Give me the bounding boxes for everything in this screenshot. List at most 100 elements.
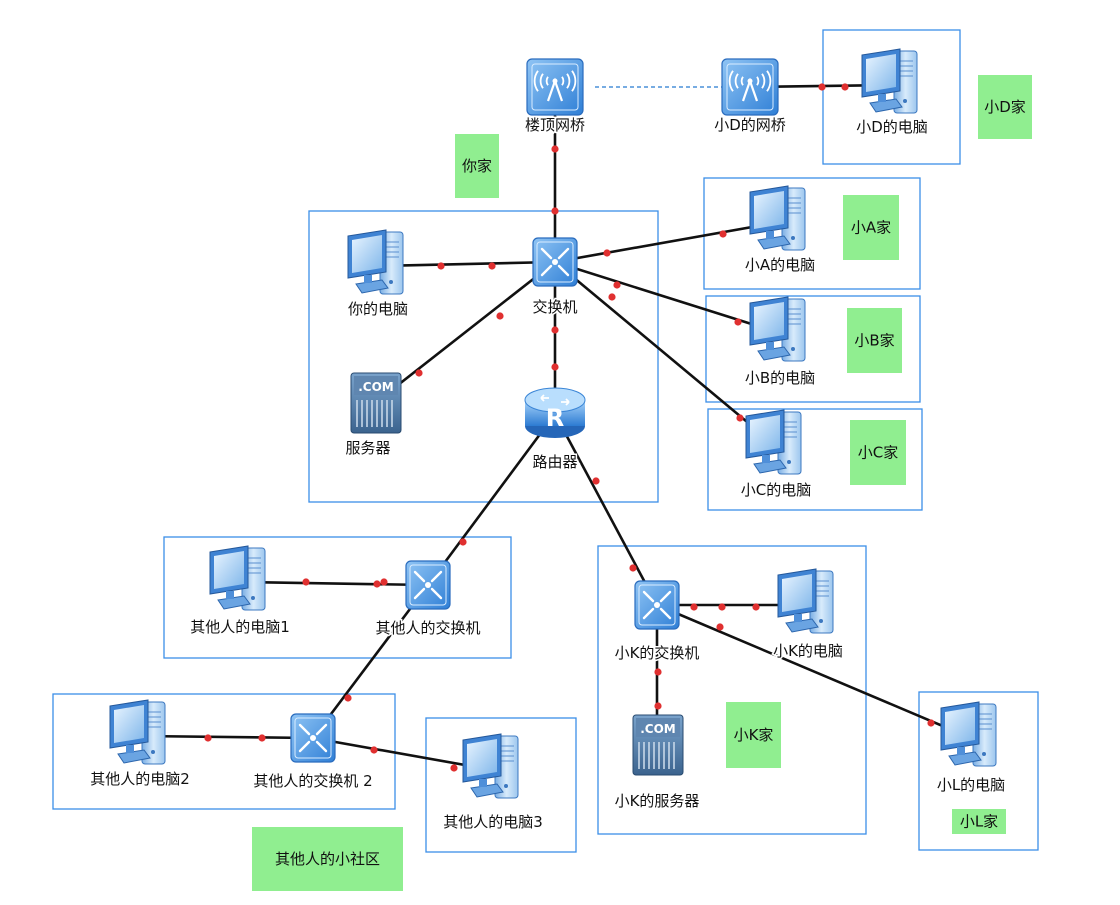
node-bridge-top[interactable]: 楼顶网桥	[523, 58, 587, 136]
network-switch-icon	[532, 237, 578, 287]
port-dot	[437, 262, 445, 270]
port-dot	[459, 538, 467, 546]
node-switch-o2[interactable]: 其他人的交换机 2	[252, 713, 374, 792]
port-dot	[302, 578, 310, 586]
tag-background	[847, 308, 902, 373]
zone-box-o1	[163, 536, 512, 659]
node-label: 小L的电脑	[937, 776, 1005, 794]
server-icon: .COM	[632, 714, 684, 776]
router-icon: R	[524, 387, 586, 438]
tag-d: 小D家	[978, 75, 1032, 139]
node-switch-main[interactable]: 交换机	[531, 237, 579, 318]
port-dot	[608, 293, 616, 301]
node-label: 楼顶网桥	[525, 116, 585, 134]
zone-box-d	[822, 29, 961, 165]
port-dot	[734, 318, 742, 326]
link-switch_main-pc_a	[554, 220, 781, 264]
desktop-computer-icon	[462, 733, 519, 799]
svg-text:R: R	[546, 404, 564, 432]
port-dot	[551, 363, 559, 371]
node-label: 小K的交换机	[615, 644, 700, 662]
node-label: 其他人的交换机	[375, 619, 480, 637]
node-label: 小D的网桥	[714, 116, 786, 134]
svg-text:.COM: .COM	[358, 380, 394, 394]
desktop-computer-icon	[940, 701, 997, 767]
node-router[interactable]: R 路由器	[524, 387, 586, 473]
zone-box-c	[707, 408, 923, 511]
tag-background	[726, 702, 781, 768]
wireless-bridge-icon	[526, 58, 584, 116]
port-dot	[450, 764, 458, 772]
tag-background	[843, 195, 899, 260]
tag-label: 小C家	[858, 444, 898, 462]
port-dot	[654, 702, 662, 710]
zone-box-o2	[52, 693, 396, 810]
port-dot	[613, 281, 621, 289]
port-dot	[818, 83, 826, 91]
link-router-switch_o1	[426, 413, 557, 586]
wireless-bridge-icon	[721, 58, 779, 116]
desktop-computer-icon	[209, 545, 266, 611]
node-pc-you[interactable]: 你的电脑	[346, 229, 410, 320]
node-label: 小K的服务器	[615, 792, 700, 810]
network-switch-icon	[290, 713, 336, 763]
node-pc-o1[interactable]: 其他人的电脑1	[189, 545, 291, 638]
node-label: 其他人的交换机 2	[253, 772, 372, 790]
node-label: 小B的电脑	[745, 369, 815, 387]
node-pc-c[interactable]: 小C的电脑	[739, 409, 813, 501]
link-router-switch_k	[553, 413, 659, 606]
link-switch_main-pc_b	[554, 260, 781, 335]
tag-label: 小A家	[851, 219, 891, 237]
port-dot	[719, 230, 727, 238]
link-switch_o1-switch_o2	[311, 584, 430, 739]
node-switch-k[interactable]: 小K的交换机	[613, 580, 701, 664]
zone-box-b	[705, 295, 921, 403]
node-label: 交换机	[532, 298, 577, 316]
node-pc-o3[interactable]: 其他人的电脑3	[442, 733, 544, 833]
tag-label: 小B家	[854, 332, 894, 350]
node-label: 路由器	[532, 453, 577, 471]
tag-label: 你家	[462, 157, 492, 175]
port-dot	[204, 734, 212, 742]
zone-box-a	[703, 177, 921, 290]
zone-box-o3	[425, 717, 577, 853]
port-dot	[718, 603, 726, 611]
desktop-computer-icon	[749, 296, 806, 362]
node-pc-a[interactable]: 小A的电脑	[743, 185, 817, 276]
node-server-k[interactable]: .COM 小K的服务器	[613, 714, 701, 812]
node-pc-b[interactable]: 小B的电脑	[743, 296, 817, 389]
port-dot	[415, 369, 423, 377]
node-pc-l[interactable]: 小L的电脑	[935, 701, 1007, 796]
node-bridge-d[interactable]: 小D的网桥	[713, 58, 787, 136]
port-dot	[373, 580, 381, 588]
link-switch_main-pc_you	[377, 260, 556, 268]
node-switch-o1[interactable]: 其他人的交换机	[374, 560, 482, 639]
tag-you: 你家	[455, 134, 499, 198]
desktop-computer-icon	[777, 568, 834, 634]
node-label: 小D的电脑	[856, 118, 928, 136]
node-pc-o2[interactable]: 其他人的电脑2	[89, 699, 191, 790]
tag-l: 小L家	[952, 809, 1006, 834]
port-dot	[736, 414, 744, 422]
port-dot	[716, 623, 724, 631]
node-pc-k[interactable]: 小K的电脑	[772, 568, 844, 662]
network-switch-icon	[634, 580, 680, 630]
tag-community: 其他人的小社区	[252, 827, 403, 891]
node-label: 其他人的电脑1	[190, 618, 290, 636]
tag-a: 小A家	[843, 195, 899, 260]
node-pc-d[interactable]: 小D的电脑	[855, 48, 929, 138]
tag-background	[455, 134, 499, 198]
port-dot	[752, 603, 760, 611]
tag-b: 小B家	[847, 308, 902, 373]
node-label: 其他人的电脑2	[90, 770, 190, 788]
desktop-computer-icon	[749, 185, 806, 251]
port-dot	[603, 249, 611, 257]
desktop-computer-icon	[109, 699, 166, 765]
port-dot	[690, 603, 698, 611]
node-label: 你的电脑	[348, 300, 408, 318]
port-dot	[551, 207, 559, 215]
tag-label: 小D家	[984, 98, 1026, 116]
zone-box-k	[597, 545, 867, 835]
